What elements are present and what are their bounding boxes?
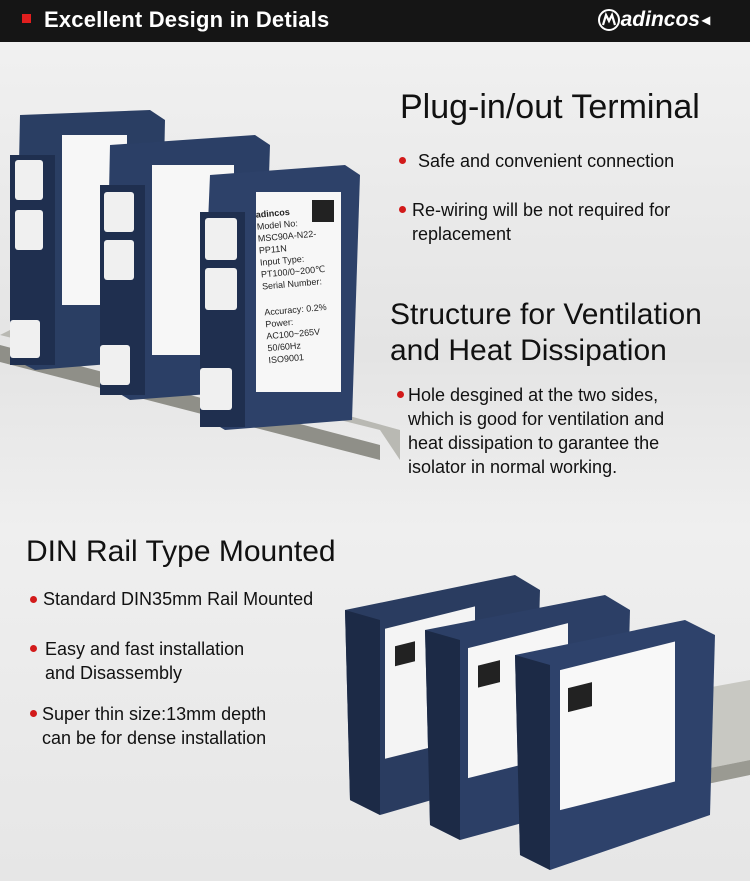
din-heading: DIN Rail Type Mounted <box>26 535 336 568</box>
brand-name: adincos <box>620 8 700 31</box>
bullet-dot <box>30 645 37 652</box>
module-label: adincos Model No: MSC90A-N22-PP11N Input… <box>255 202 348 366</box>
vent-bullet-1: Hole desgined at the two sides, <box>408 385 659 405</box>
vent-bullet-2: which is good for ventilation and <box>408 409 665 429</box>
vent-bullet-4: isolator in normal working. <box>408 457 618 477</box>
din-bullet-2b: and Disassembly <box>45 663 183 683</box>
vent-bullet-3: heat dissipation to garantee the <box>408 433 660 453</box>
product-image-front <box>0 110 400 460</box>
header-accent-square <box>22 14 31 23</box>
plug-bullet-2: Re-wiring will be not required for <box>412 200 671 220</box>
vent-heading-1: Structure for Ventilation <box>390 298 702 331</box>
module-3 <box>200 165 360 430</box>
bullet-dot <box>399 206 406 213</box>
din-bullet-1: Standard DIN35mm Rail Mounted <box>43 589 314 609</box>
din-bullet-2: Easy and fast installation <box>45 639 245 659</box>
din-bullet-3b: can be for dense installation <box>42 728 267 748</box>
brand-m-icon <box>597 9 620 31</box>
bullet-dot <box>30 710 37 717</box>
brand-chevron-icon: ◂ <box>701 12 710 29</box>
brand-logo: adincos ◂ <box>597 8 710 32</box>
module-c <box>515 620 715 870</box>
bullet-dot <box>397 391 404 398</box>
plug-bullet-2b: replacement <box>412 224 512 244</box>
plug-bullet-1: Safe and convenient connection <box>418 151 675 171</box>
bullet-dot <box>399 157 406 164</box>
bullet-dot <box>30 596 37 603</box>
vent-heading-2: and Heat Dissipation <box>390 334 667 367</box>
header-bar: Excellent Design in Detials adincos ◂ <box>0 0 750 42</box>
plug-heading: Plug-in/out Terminal <box>400 88 700 126</box>
din-bullet-3: Super thin size:13mm depth <box>42 704 267 724</box>
product-image-side <box>345 575 750 870</box>
header-title: Excellent Design in Detials <box>44 7 330 32</box>
